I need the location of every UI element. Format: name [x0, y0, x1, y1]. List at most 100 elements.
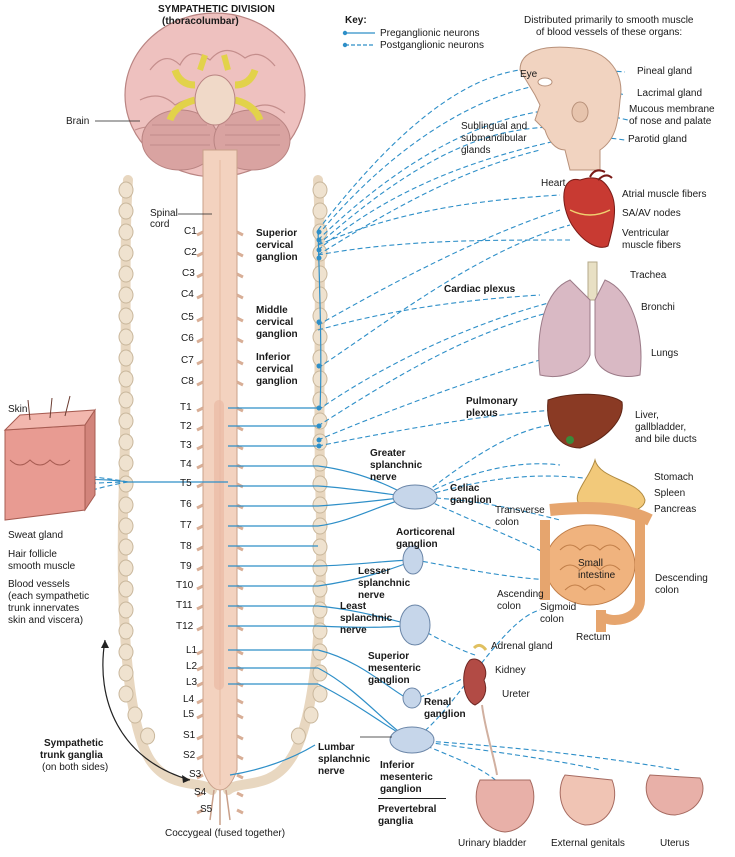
inf-cerv-3: ganglion [256, 376, 298, 387]
bv-2: (each sympathetic [8, 591, 90, 602]
org-si-2: intestine [578, 570, 616, 581]
trunk-3: (on both sides) [42, 762, 109, 773]
prevertebral-divider [378, 798, 446, 799]
org-rectum: Rectum [576, 632, 611, 643]
segment-label-c6: C6 [181, 333, 194, 344]
spinal-roots [196, 230, 244, 815]
org-dc-2: colon [655, 585, 679, 596]
segment-label-c7: C7 [181, 355, 194, 366]
least-3: nerve [340, 625, 367, 636]
gsn-3: nerve [370, 472, 397, 483]
org-spleen: Spleen [654, 488, 686, 499]
digestive-illustration [540, 458, 653, 632]
segment-label-l2: L2 [186, 661, 198, 672]
key-heading: Key: [345, 15, 367, 26]
org-ureter: Ureter [502, 689, 530, 700]
org-kidney: Kidney [495, 665, 526, 676]
segment-label-t5: T5 [180, 478, 192, 489]
sup-cerv-2: cervical [256, 240, 294, 251]
pelvic-organs-illustration [475, 774, 704, 833]
segment-label-c4: C4 [181, 289, 194, 300]
least-1: Least [340, 601, 367, 612]
org-eye: Eye [520, 69, 538, 80]
lsn-2: splanchnic [358, 578, 411, 589]
hair-1: Hair follicle [8, 549, 57, 560]
aort-1: Aorticorenal [396, 527, 455, 538]
lumbar-2: splanchnic [318, 754, 371, 765]
sm-1: Superior [368, 651, 410, 662]
segment-label-t12: T12 [176, 621, 194, 632]
gsn-1: Greater [370, 448, 406, 459]
lsn-3: nerve [358, 590, 385, 601]
pulm-1: Pulmonary [466, 396, 518, 407]
distributed-note-2: of blood vessels of these organs: [536, 27, 683, 38]
bv-4: skin and viscera) [8, 615, 84, 626]
org-trachea: Trachea [630, 270, 667, 281]
lungs-illustration [538, 261, 642, 377]
org-sig-1: Sigmoid [540, 602, 577, 613]
prev-2: ganglia [378, 816, 414, 827]
celiac-2: ganglion [450, 495, 492, 506]
left-trunk-ganglia [118, 181, 156, 745]
segment-label-t7: T7 [180, 520, 192, 531]
sup-cerv-1: Superior [256, 228, 298, 239]
org-bladder: Urinary bladder [458, 838, 527, 849]
segment-label-t2: T2 [180, 421, 192, 432]
label-spinal-2: cord [150, 219, 170, 230]
segment-label-s1: S1 [183, 730, 196, 741]
prev-1: Prevertebral [378, 804, 437, 815]
label-skin: Skin [8, 404, 28, 415]
segment-label-s2: S2 [183, 750, 196, 761]
mid-cerv-3: ganglion [256, 329, 298, 340]
org-liver-2: gallbladder, [635, 422, 687, 433]
segment-label-t9: T9 [180, 561, 192, 572]
org-sub-1: Sublingual and [461, 121, 528, 132]
leader-lines [95, 120, 392, 738]
label-sweat: Sweat gland [8, 530, 64, 541]
segment-label-t8: T8 [180, 541, 192, 552]
segment-label-t10: T10 [176, 580, 194, 591]
org-si-1: Small [578, 558, 604, 569]
segment-label-t1: T1 [180, 402, 192, 413]
org-pineal: Pineal gland [637, 66, 693, 77]
segment-label-l5: L5 [183, 709, 195, 720]
key-postganglionic: Postganglionic neurons [380, 40, 484, 51]
hair-2: smooth muscle [8, 561, 76, 572]
inf-cerv-2: cervical [256, 364, 294, 375]
key-preganglionic: Preganglionic neurons [380, 28, 480, 39]
org-liver-3: and bile ducts [635, 434, 697, 445]
org-saav: SA/AV nodes [622, 208, 681, 219]
sup-cerv-3: ganglion [256, 252, 298, 263]
label-cardiac-plexus: Cardiac plexus [444, 284, 516, 295]
org-pancreas: Pancreas [654, 504, 697, 515]
org-mucous-1: Mucous membrane [629, 104, 715, 115]
sm-3: ganglion [368, 675, 410, 686]
page-title: SYMPATHETIC DIVISION [158, 4, 275, 15]
segment-label-t4: T4 [180, 459, 192, 470]
org-lacrimal: Lacrimal gland [637, 88, 703, 99]
org-sub-3: glands [461, 145, 491, 156]
org-atrial: Atrial muscle fibers [622, 189, 707, 200]
renal-2: ganglion [424, 709, 466, 720]
bv-3: trunk innervates [8, 603, 80, 614]
segment-label-t11: T11 [176, 600, 193, 611]
inf-cerv-1: Inferior [256, 352, 291, 363]
pulm-2: plexus [466, 408, 498, 419]
label-spinal-1: Spinal [150, 208, 178, 219]
org-ac-2: colon [497, 601, 521, 612]
infm-2: mesenteric [380, 772, 433, 783]
page-subtitle: (thoracolumbar) [162, 16, 239, 27]
lsn-1: Lesser [358, 566, 391, 577]
org-heart: Heart [541, 178, 566, 189]
sm-2: mesenteric [368, 663, 421, 674]
org-ac-1: Ascending [497, 589, 544, 600]
org-genitals: External genitals [551, 838, 625, 849]
segment-label-s4: S4 [194, 787, 207, 798]
label-coccygeal: Coccygeal (fused together) [165, 828, 286, 839]
prevertebral-ganglia [389, 484, 438, 754]
segment-label-l4: L4 [183, 694, 195, 705]
segment-label-c5: C5 [181, 312, 194, 323]
segment-label-l3: L3 [186, 677, 198, 688]
